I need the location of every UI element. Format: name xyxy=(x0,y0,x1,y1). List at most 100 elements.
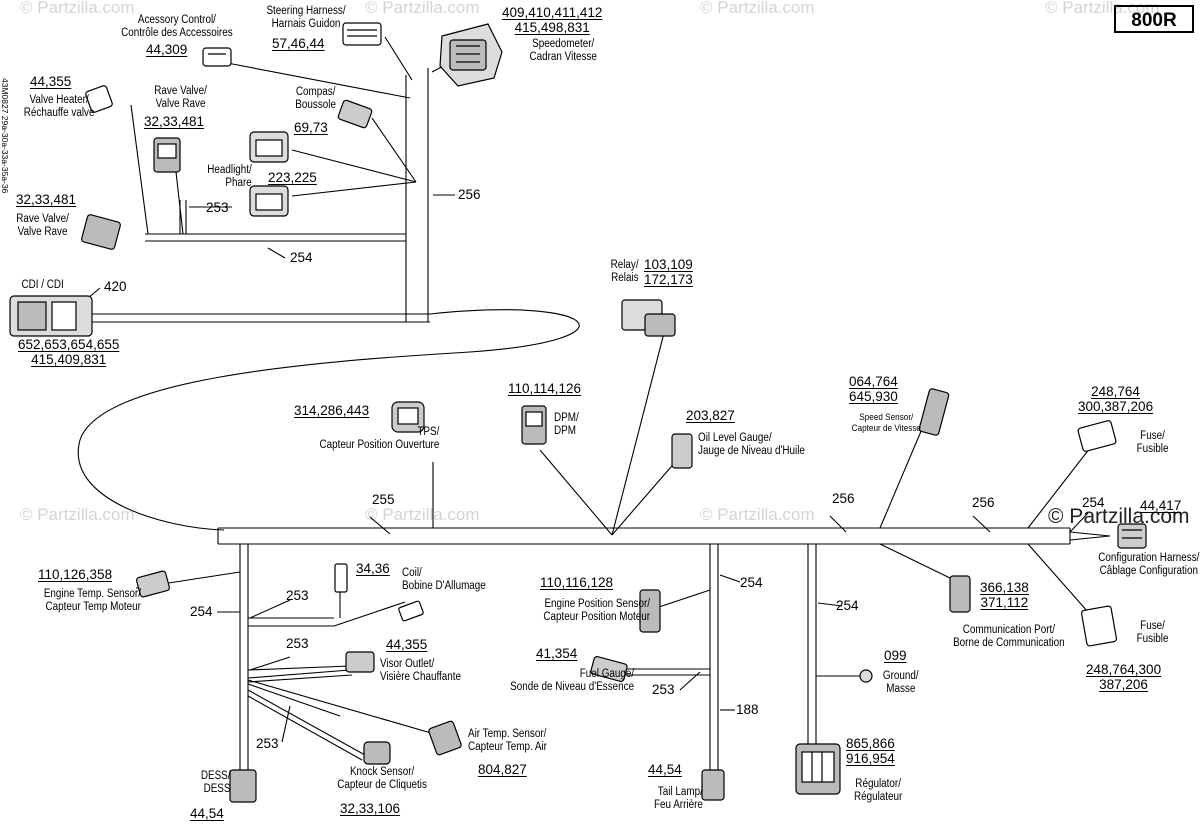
callout-254: 254 xyxy=(1082,495,1105,510)
oil-level-parts: 203,827 xyxy=(686,408,735,423)
dpm-parts: 110,114,126 xyxy=(508,381,582,396)
connector-icon xyxy=(949,575,971,613)
tail-lamp-label: Tail Lamp/Feu Arrière xyxy=(653,786,703,811)
dess-label: DESS/DESS xyxy=(200,770,231,795)
callout-253: 253 xyxy=(652,682,675,697)
watermark: © Partzilla.com xyxy=(365,505,480,524)
connector-icon xyxy=(1077,420,1117,452)
fuse-1-label: Fuse/Fusible xyxy=(1136,430,1169,455)
coil-parts: 34,36 xyxy=(356,561,390,576)
valve-heater-parts: 44,355 xyxy=(30,74,72,89)
watermark: © Partzilla.com xyxy=(20,0,135,17)
connector-icon xyxy=(590,655,628,683)
fuel-gauge-parts: 41,354 xyxy=(536,646,578,661)
steering-label: Steering Harness/Harnais Guidon xyxy=(266,5,346,30)
connector-icon xyxy=(345,651,375,673)
connector-icon xyxy=(363,741,391,765)
engine-temp-label: Engine Temp. Sensor/Capteur Temp Moteur xyxy=(43,588,141,613)
watermark: © Partzilla.com xyxy=(365,0,480,17)
connector-icon xyxy=(671,433,693,469)
headlight-label: Headlight/Phare xyxy=(207,164,252,189)
relay-label: Relay/Relais xyxy=(610,259,639,284)
callout-253: 253 xyxy=(256,736,279,751)
steering-parts: 57,46,44 xyxy=(272,36,325,51)
connector-icon xyxy=(639,589,661,633)
callout-256: 256 xyxy=(832,491,855,506)
callout-254: 254 xyxy=(290,250,313,265)
rave-valve-1-label: Rave Valve/Valve Rave xyxy=(154,85,207,110)
connector-icon xyxy=(249,185,289,217)
config-parts: 44,417 xyxy=(1140,498,1182,513)
config-label: Configuration Harness/Câblage Configurat… xyxy=(1098,552,1200,577)
watermark: © Partzilla.com xyxy=(700,0,815,17)
ground-ring-icon xyxy=(859,669,873,683)
callout-254: 254 xyxy=(190,604,213,619)
valve-heater-label: Valve Heater/Réchauffe valve xyxy=(23,94,95,119)
air-temp-parts: 804,827 xyxy=(478,762,527,777)
fuse-2-label: Fuse/Fusible xyxy=(1136,620,1169,645)
speed-sensor-label: Speed Sensor/Capteur de Vitesse xyxy=(851,412,921,434)
speedometer-label: Speedometer/Cadran Vitesse xyxy=(529,38,597,63)
connector-icon xyxy=(1117,523,1147,549)
callout-253: 253 xyxy=(286,636,309,651)
headlight-parts: 223,225 xyxy=(268,170,317,185)
cdi-ref: 420 xyxy=(104,279,127,294)
connector-icon xyxy=(621,299,676,337)
accessory-parts: 44,309 xyxy=(146,42,188,57)
connector-icon xyxy=(391,401,425,433)
connector-icon xyxy=(701,769,725,801)
connector-icon xyxy=(918,388,950,436)
connector-icon xyxy=(9,295,93,337)
rave-valve-2-parts: 32,33,481 xyxy=(16,192,77,207)
knock-label: Knock Sensor/Capteur de Cliquetis xyxy=(337,766,427,791)
connector-icon xyxy=(135,570,171,598)
ground-parts: 099 xyxy=(884,648,907,663)
rave-valve-2-label: Rave Valve/Valve Rave xyxy=(16,213,69,238)
tps-label: TPS/Capteur Position Ouverture xyxy=(319,426,440,451)
accessory-label: Acessory Control/Contrôle des Accessoire… xyxy=(121,14,233,39)
callout-256: 256 xyxy=(458,187,481,202)
connector-icon xyxy=(795,743,841,795)
connector-icon xyxy=(439,23,503,87)
ground-label: Ground/Masse xyxy=(882,670,919,695)
connector-icon xyxy=(153,137,181,173)
connector-icon xyxy=(202,47,232,67)
oil-level-label: Oil Level Gauge/Jauge de Niveau d'Huile xyxy=(698,432,805,457)
callout-254: 254 xyxy=(740,575,763,590)
rave-valve-1-parts: 32,33,481 xyxy=(144,114,205,129)
connector-icon xyxy=(1080,605,1118,647)
regulator-label: Régulator/Régulateur xyxy=(853,778,903,803)
callout-188: 188 xyxy=(736,702,759,717)
connector-icon xyxy=(342,22,382,46)
connector-icon xyxy=(229,769,257,803)
callout-255: 255 xyxy=(372,492,395,507)
comm-port-label: Communication Port/Borne de Communicatio… xyxy=(953,624,1065,649)
watermark: © Partzilla.com xyxy=(700,505,815,524)
air-temp-label: Air Temp. Sensor/Capteur Temp. Air xyxy=(468,728,547,753)
cdi-label: CDI / CDI xyxy=(21,279,64,291)
connector-icon xyxy=(521,405,547,445)
dess-parts: 44,54 xyxy=(190,806,224,821)
connector-icon xyxy=(81,214,121,250)
compas-parts: 69,73 xyxy=(294,120,328,135)
connector-icon xyxy=(428,720,462,756)
compas-label: Compas/Boussole xyxy=(295,86,337,111)
tail-lamp-parts: 44,54 xyxy=(648,762,682,777)
watermark: © Partzilla.com xyxy=(1045,0,1160,17)
model-badge: 800R xyxy=(1114,5,1194,33)
visor-label: Visor Outlet/Visière Chauffante xyxy=(380,658,462,683)
knock-parts: 32,33,106 xyxy=(340,801,401,816)
visor-parts: 44,355 xyxy=(386,637,428,652)
callout-253: 253 xyxy=(286,588,309,603)
connector-icon xyxy=(337,99,373,129)
connector-icon xyxy=(249,131,289,163)
